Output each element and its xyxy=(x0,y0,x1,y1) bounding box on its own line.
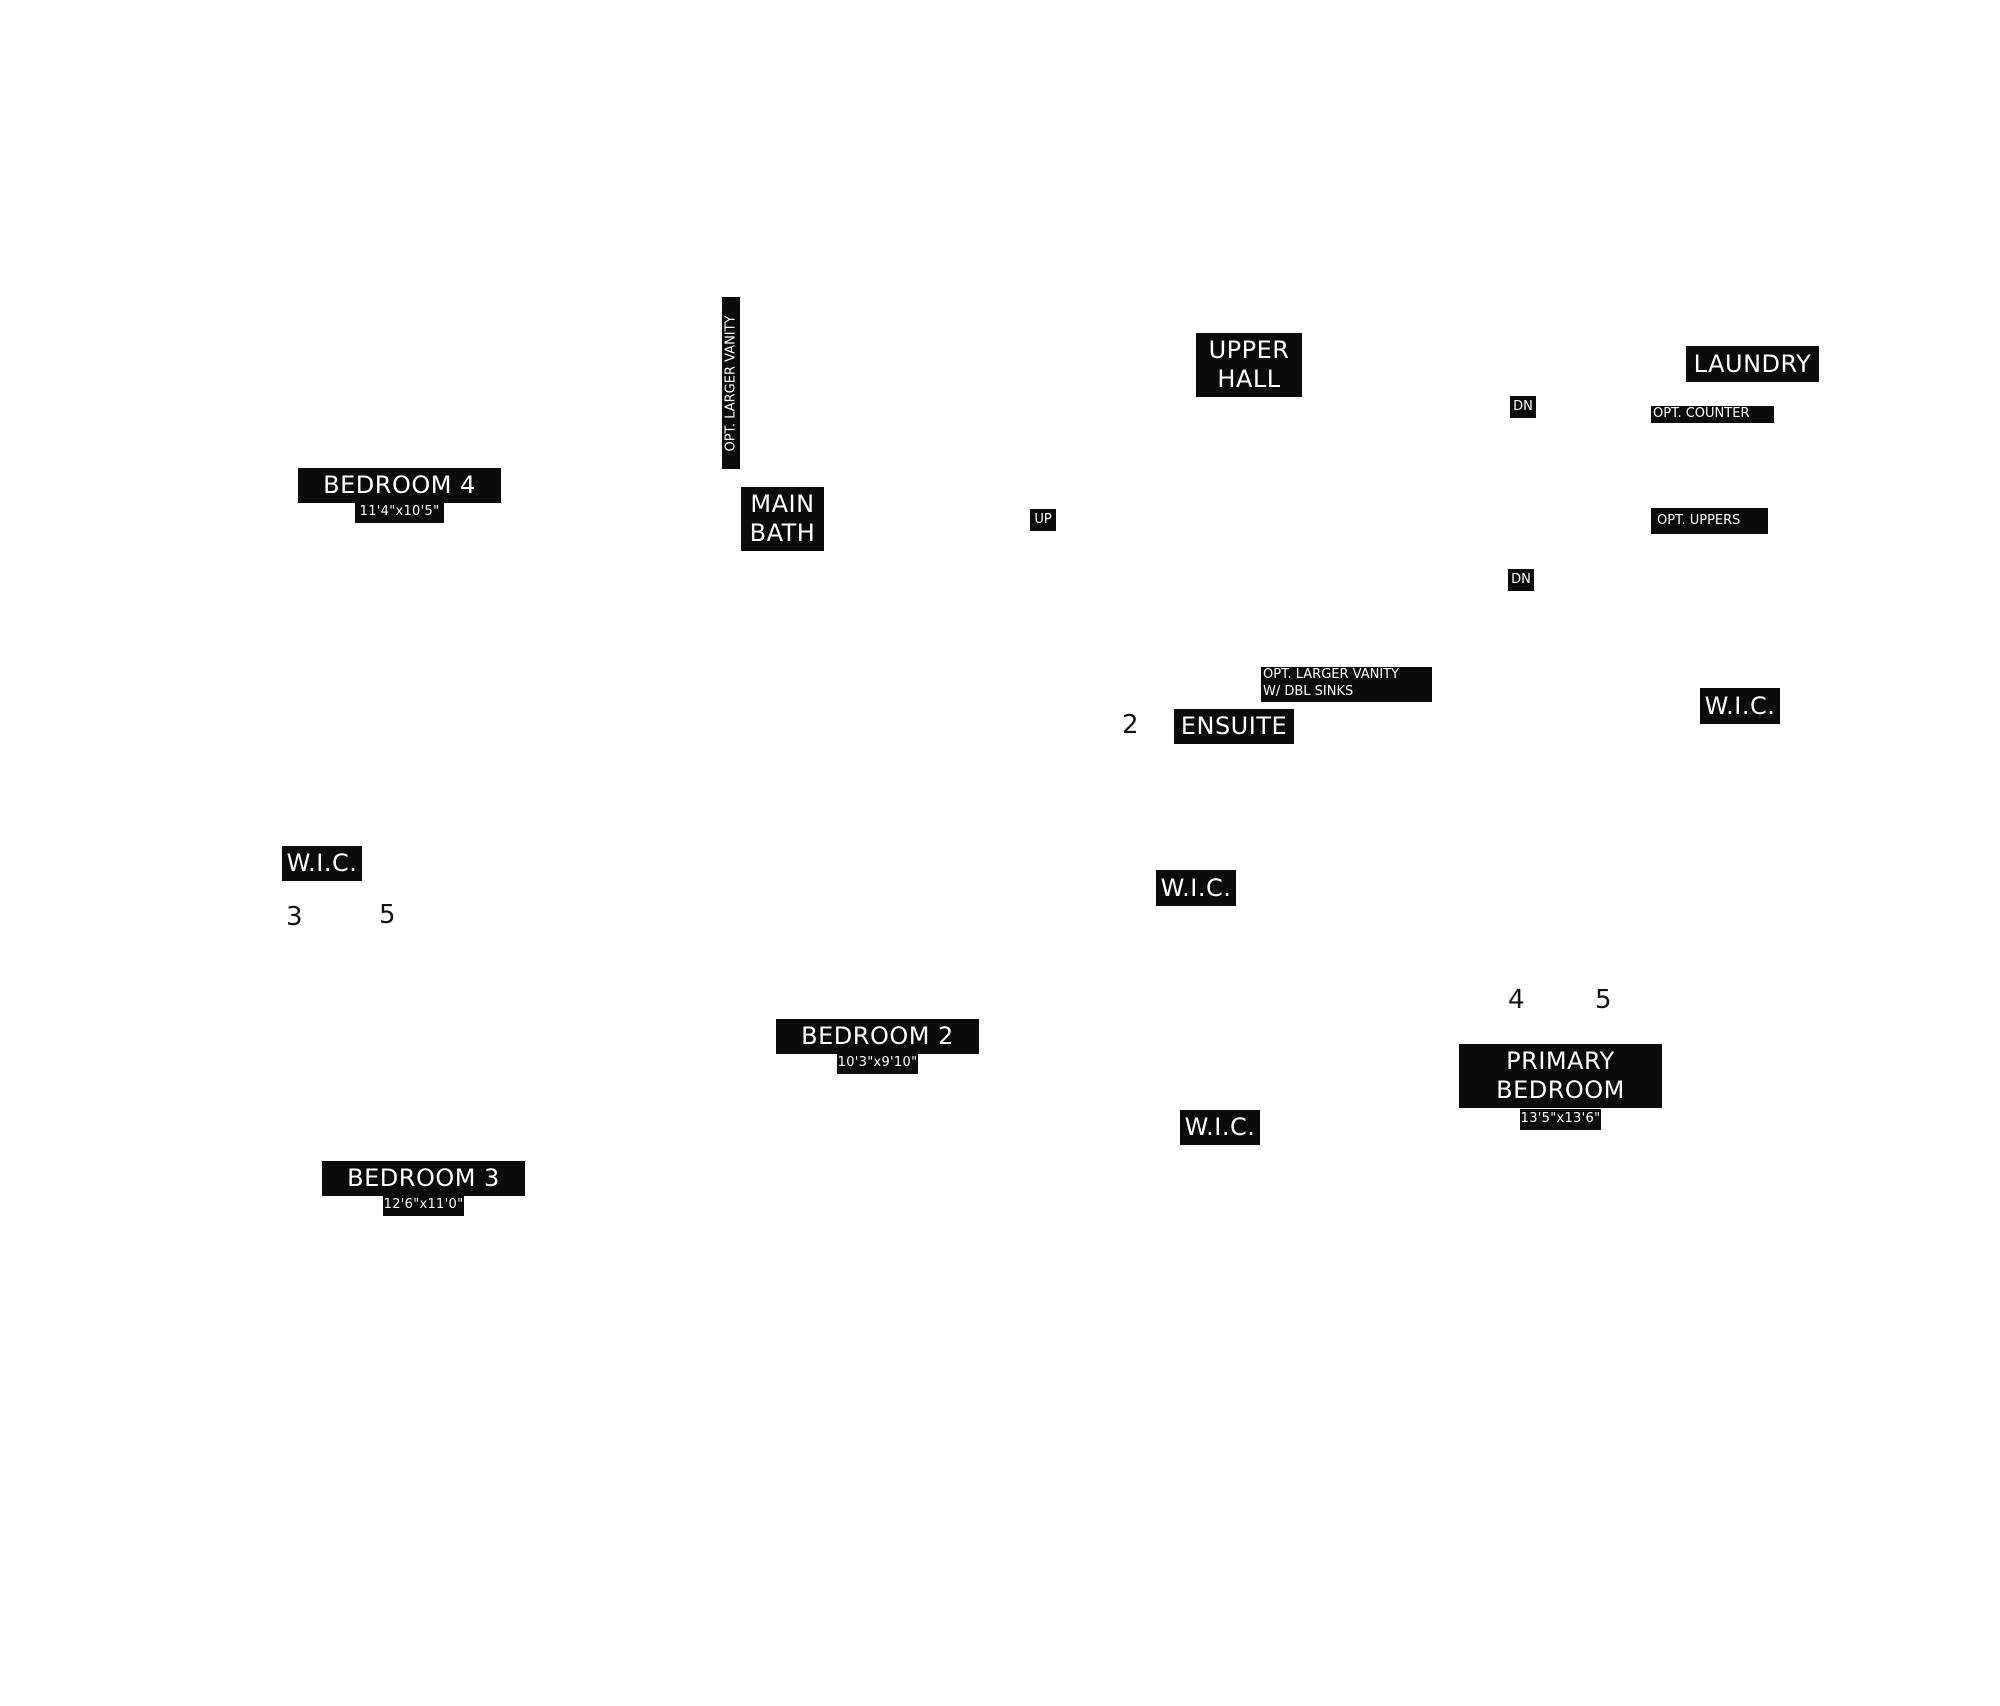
main-bath-line-1: MAIN xyxy=(750,490,815,519)
wic-right-name: W.I.C. xyxy=(1704,691,1776,720)
ensuite-vanity-note-line-1: OPT. LARGER VANITY xyxy=(1263,667,1400,682)
number-5-left-text: 5 xyxy=(379,900,396,930)
number-4-text: 4 xyxy=(1508,985,1525,1015)
number-3: 3 xyxy=(286,904,303,930)
number-5-right-text: 5 xyxy=(1595,985,1612,1015)
wic-label-left: W.I.C. xyxy=(282,846,362,881)
primary-bedroom-label: PRIMARY BEDROOM xyxy=(1459,1044,1662,1108)
ensuite-vanity-note-line-2: W/ DBL SINKS xyxy=(1263,683,1354,699)
ensuite-vanity-note: OPT. LARGER VANITY W/ DBL SINKS xyxy=(1261,667,1432,702)
number-4: 4 xyxy=(1508,987,1525,1013)
stairs-up-text: UP xyxy=(1034,511,1052,527)
bedroom-2-dims-text: 10'3"x9'10" xyxy=(837,1055,918,1071)
stairs-down-upper-text: DN xyxy=(1513,398,1533,414)
upper-hall-label: UPPER HALL xyxy=(1196,333,1302,397)
number-5-right: 5 xyxy=(1595,987,1612,1013)
ensuite-label: ENSUITE xyxy=(1174,709,1294,744)
bedroom-4-dims-text: 11'4"x10'5" xyxy=(359,504,440,520)
bedroom-2-dimensions: 10'3"x9'10" xyxy=(837,1053,918,1074)
bedroom-3-dims-text: 12'6"x11'0" xyxy=(383,1197,464,1213)
bedroom-4-name: BEDROOM 4 xyxy=(323,471,476,500)
stairs-down-lower-text: DN xyxy=(1511,571,1531,587)
number-2-text: 2 xyxy=(1122,710,1139,740)
bedroom-4-dimensions: 11'4"x10'5" xyxy=(355,502,444,523)
wic-left-name: W.I.C. xyxy=(286,849,358,878)
laundry-uppers-text: OPT. UPPERS xyxy=(1657,512,1741,528)
bedroom-3-dimensions: 12'6"x11'0" xyxy=(383,1195,464,1216)
stairs-down-label-upper: DN xyxy=(1510,396,1536,418)
bedroom-2-label: BEDROOM 2 xyxy=(776,1019,979,1054)
number-2: 2 xyxy=(1122,712,1139,738)
laundry-counter-note: OPT. COUNTER xyxy=(1651,406,1774,423)
laundry-uppers-note: OPT. UPPERS xyxy=(1651,508,1768,534)
wic-lower-name: W.I.C. xyxy=(1184,1113,1256,1142)
bedroom-4-label: BEDROOM 4 xyxy=(298,468,501,503)
wic-label-center: W.I.C. xyxy=(1156,870,1236,906)
main-bath-label: MAIN BATH xyxy=(741,487,824,551)
main-bath-vanity-note-text: OPT. LARGER VANITY xyxy=(723,314,739,452)
primary-bedroom-dims-text: 13'5"x13'6" xyxy=(1520,1111,1601,1127)
wic-label-lower: W.I.C. xyxy=(1180,1110,1260,1145)
main-bath-vanity-note: OPT. LARGER VANITY xyxy=(722,297,740,469)
main-bath-line-2: BATH xyxy=(749,519,816,547)
laundry-name: LAUNDRY xyxy=(1693,349,1812,378)
bedroom-3-label: BEDROOM 3 xyxy=(322,1161,525,1196)
laundry-counter-text: OPT. COUNTER xyxy=(1653,406,1750,422)
stairs-down-label-lower: DN xyxy=(1508,569,1534,591)
laundry-label: LAUNDRY xyxy=(1686,346,1819,382)
number-3-text: 3 xyxy=(286,902,303,932)
wic-center-name: W.I.C. xyxy=(1160,873,1232,902)
bedroom-2-name: BEDROOM 2 xyxy=(801,1022,954,1051)
bedroom-3-name: BEDROOM 3 xyxy=(347,1164,500,1193)
number-5-left: 5 xyxy=(379,902,396,928)
upper-hall-line-1: UPPER xyxy=(1208,336,1290,365)
primary-bedroom-dimensions: 13'5"x13'6" xyxy=(1520,1109,1601,1130)
upper-hall-line-2: HALL xyxy=(1217,365,1281,393)
stairs-up-label: UP xyxy=(1030,509,1056,531)
primary-bedroom-line-2: BEDROOM xyxy=(1496,1076,1625,1104)
ensuite-name: ENSUITE xyxy=(1180,712,1288,741)
primary-bedroom-line-1: PRIMARY xyxy=(1506,1047,1615,1076)
wic-label-right: W.I.C. xyxy=(1700,688,1780,724)
